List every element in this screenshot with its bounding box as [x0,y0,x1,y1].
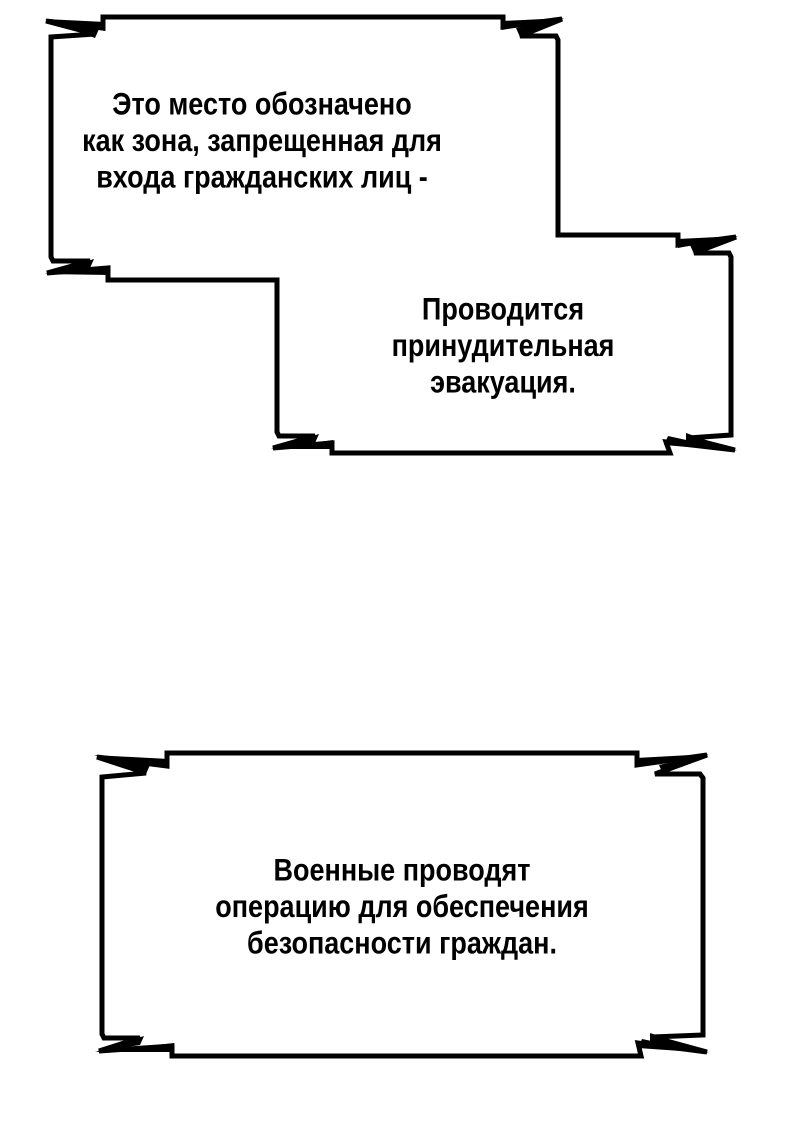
bubble-2-line-3: эвакуация. [430,364,576,400]
bubble-1-line-3: входа гражданских лиц - [96,159,428,195]
bubble-3-lightning-corner-top-right [636,754,709,774]
bubble-3-lightning-corner-bottom-left [95,1036,174,1052]
bubble-2-line-1: Проводится [421,291,585,327]
bubble-3-line-3: безопасности граждан. [247,925,557,961]
bubble-3-lightning-corner-top-left [94,755,169,774]
bubble-3-lightning-corner-bottom-right [638,1033,709,1053]
bubble-3-line-2: операцию для обеспечения [215,888,589,924]
bubble-2-text: Проводится принудительная эвакуация. [353,291,653,401]
bubble-1-line-2: как зона, запрещенная для [82,122,442,158]
bubble-1-lightning-corner-bottom-left [45,259,110,275]
bubble-2-lightning-corner-bottom-left [271,434,333,449]
bubble-2-lightning-corner-bottom-right [664,433,737,451]
bubble-2-line-2: принудительная [391,327,615,363]
bubble-1-lightning-corner-top-left [45,19,105,38]
bubble-1-2-outline [45,14,737,456]
bubble-2-lightning-corner-top-right [678,236,738,254]
bubble-1-text: Это место обозначено как зона, запрещенн… [52,86,472,196]
bubble-3-line-1: Военные проводят [273,852,531,888]
bubble-1-lightning-corner-top-right [502,18,564,37]
bubble-3-text: Военные проводят операцию для обеспечени… [152,852,652,962]
bubble-1-line-1: Это место обозначено [112,86,412,122]
